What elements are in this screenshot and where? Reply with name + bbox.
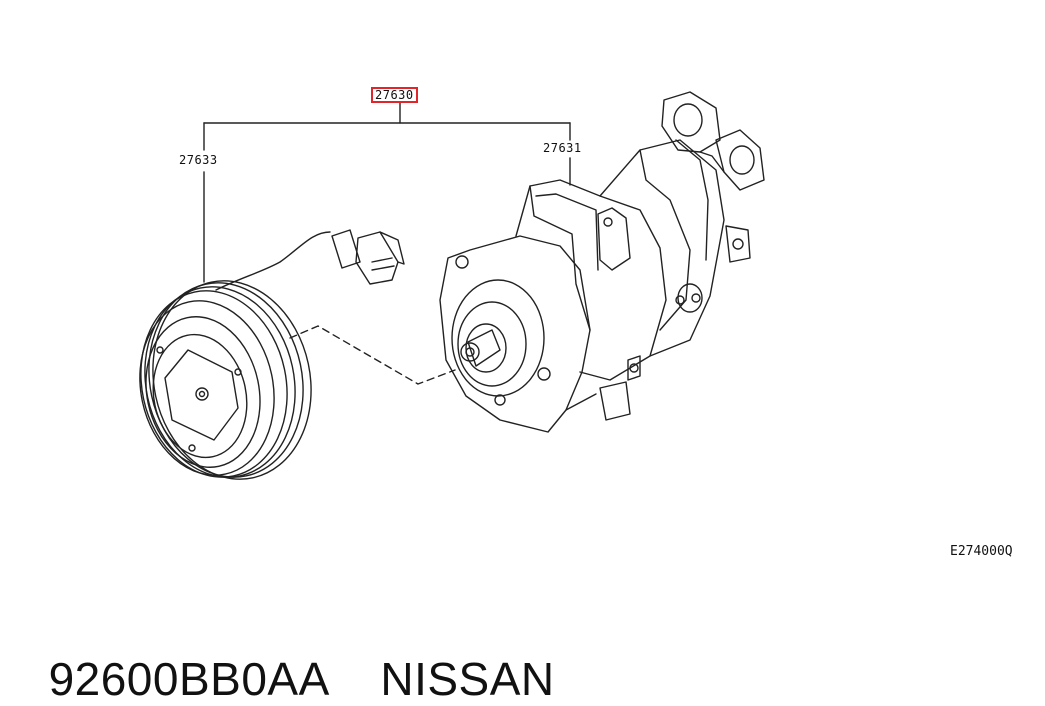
- alignment-dash-line: [289, 325, 456, 385]
- part-number: 92600BB0AA: [48, 653, 328, 705]
- leader-lines: [203, 102, 571, 283]
- brand-name: NISSAN: [380, 653, 555, 705]
- callout-assembly-label: 27630: [371, 87, 418, 103]
- callout-compressor-label: 27631: [543, 141, 582, 155]
- clutch-pulley: [139, 231, 331, 480]
- caption: 92600BB0AA NISSAN: [22, 598, 555, 706]
- parts-diagram: [139, 91, 765, 480]
- callout-clutch-label: 27633: [179, 153, 218, 167]
- clutch-connector: [331, 229, 405, 285]
- compressor-body: [439, 91, 765, 433]
- figure-code: E274000Q: [950, 544, 1013, 559]
